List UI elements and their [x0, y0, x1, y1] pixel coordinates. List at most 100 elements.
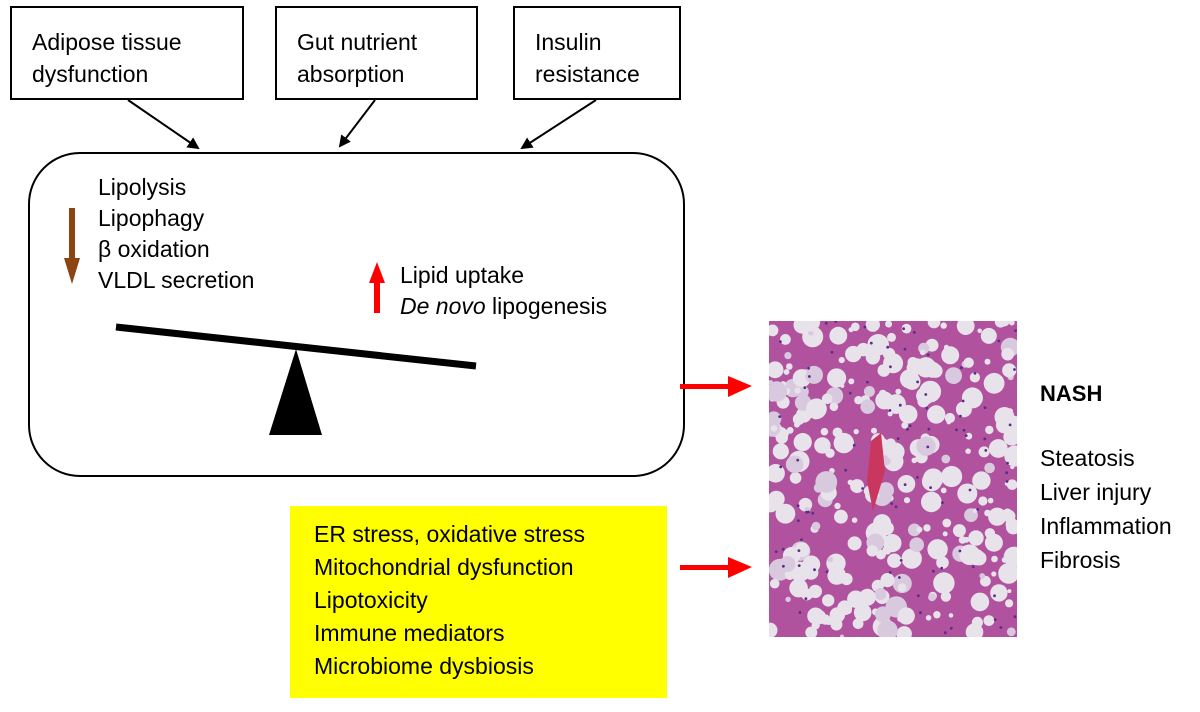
- fat-droplet: [963, 536, 970, 543]
- nucleus: [926, 445, 930, 449]
- fat-droplet: [814, 437, 831, 454]
- cause-text: resistance: [535, 61, 640, 87]
- nucleus: [781, 547, 785, 551]
- nucleus: [973, 371, 977, 375]
- nucleus: [824, 321, 828, 325]
- fat-droplet: [877, 482, 894, 499]
- cause-text: Gut nutrient: [297, 29, 418, 55]
- nucleus: [830, 350, 834, 354]
- fat-droplet: [801, 588, 813, 601]
- nucleus: [916, 475, 919, 479]
- stress-item: Mitochondrial dysfunction: [314, 554, 574, 580]
- fat-droplet: [959, 544, 980, 565]
- fat-droplet: [1002, 363, 1017, 378]
- nucleus: [1013, 615, 1017, 619]
- nash-feature: Liver injury: [1040, 479, 1152, 505]
- nucleus: [1006, 461, 1009, 465]
- fat-droplet: [885, 438, 896, 449]
- fat-droplet: [968, 530, 984, 546]
- fat-droplet: [769, 578, 780, 589]
- fat-droplet: [927, 405, 946, 424]
- stress-item: Microbiome dysbiosis: [314, 653, 534, 679]
- cause-arrow: [338, 99, 376, 148]
- nucleus: [797, 519, 800, 522]
- fat-droplet: [829, 326, 848, 345]
- fat-droplet: [880, 573, 895, 588]
- nucleus: [866, 380, 869, 384]
- nucleus: [804, 597, 808, 600]
- fat-droplet: [988, 507, 1007, 526]
- fat-droplet: [829, 402, 839, 411]
- fat-droplet: [903, 373, 921, 390]
- fat-droplet: [863, 386, 875, 397]
- nucleus: [912, 331, 916, 334]
- fat-droplet: [916, 436, 936, 456]
- fat-droplet: [793, 433, 812, 452]
- stress-item: ER stress, oxidative stress: [314, 521, 585, 547]
- nucleus: [778, 415, 782, 418]
- fat-droplet: [921, 491, 942, 513]
- fat-droplet: [919, 349, 926, 356]
- lipid-balance-box: [28, 152, 685, 477]
- fat-droplet: [805, 365, 823, 384]
- fat-droplet: [850, 479, 865, 494]
- fat-droplet: [866, 545, 878, 557]
- fat-droplet: [939, 576, 946, 582]
- fat-droplet: [1007, 408, 1014, 415]
- nucleus: [962, 428, 966, 432]
- nucleus: [797, 549, 801, 552]
- nucleus: [861, 487, 864, 490]
- fat-droplet: [769, 381, 787, 402]
- histology-fat-droplets: [769, 321, 1017, 637]
- fat-droplet: [851, 517, 858, 523]
- fat-droplet: [941, 346, 960, 365]
- nucleus: [943, 631, 947, 635]
- nucleus: [925, 406, 929, 410]
- fat-droplet: [940, 322, 947, 329]
- nucleus: [1013, 368, 1016, 371]
- lipogenesis-italic: De novo: [400, 293, 486, 319]
- nucleus: [894, 505, 898, 509]
- fat-droplet: [1006, 627, 1016, 637]
- nucleus: [932, 569, 935, 573]
- nucleus: [929, 486, 932, 489]
- decrease-item: VLDL secretion: [98, 267, 255, 293]
- nucleus: [1005, 471, 1008, 475]
- fat-droplet: [984, 462, 995, 474]
- fat-droplet: [800, 369, 807, 376]
- fat-droplet: [827, 556, 834, 563]
- fat-droplet: [988, 439, 1008, 458]
- fat-droplet: [941, 465, 963, 488]
- fat-droplet: [822, 594, 835, 607]
- cause-box-gut: Gut nutrient absorption: [275, 6, 478, 100]
- fat-droplet: [834, 509, 848, 524]
- fat-droplet: [984, 358, 991, 365]
- nucleus: [888, 571, 892, 574]
- nash-title: NASH: [1040, 381, 1103, 406]
- fat-droplet: [806, 398, 827, 420]
- cause-text: Adipose tissue: [32, 29, 182, 55]
- fat-droplet: [860, 399, 875, 414]
- decrease-item: Lipolysis: [98, 174, 187, 200]
- nucleus: [993, 594, 996, 598]
- fat-droplet: [882, 545, 892, 555]
- nucleus: [983, 437, 987, 441]
- nucleus: [916, 594, 920, 598]
- nucleus: [808, 375, 811, 378]
- fat-droplet: [853, 428, 859, 435]
- fat-droplet: [887, 332, 896, 342]
- fat-droplet: [847, 536, 862, 551]
- fat-droplet: [865, 321, 880, 332]
- fat-droplet: [834, 502, 841, 510]
- fat-droplet: [769, 361, 784, 379]
- fat-droplet: [945, 367, 962, 384]
- cause-box-insulin: Insulin resistance: [513, 6, 681, 100]
- fat-droplet: [1007, 589, 1012, 594]
- fat-droplet: [896, 626, 912, 637]
- fat-droplet: [941, 454, 951, 464]
- nash-feature: Inflammation: [1040, 513, 1172, 539]
- fat-droplet: [770, 425, 778, 432]
- decrease-item: β oxidation: [98, 236, 210, 262]
- fat-droplet: [940, 591, 952, 602]
- nucleus: [903, 483, 907, 486]
